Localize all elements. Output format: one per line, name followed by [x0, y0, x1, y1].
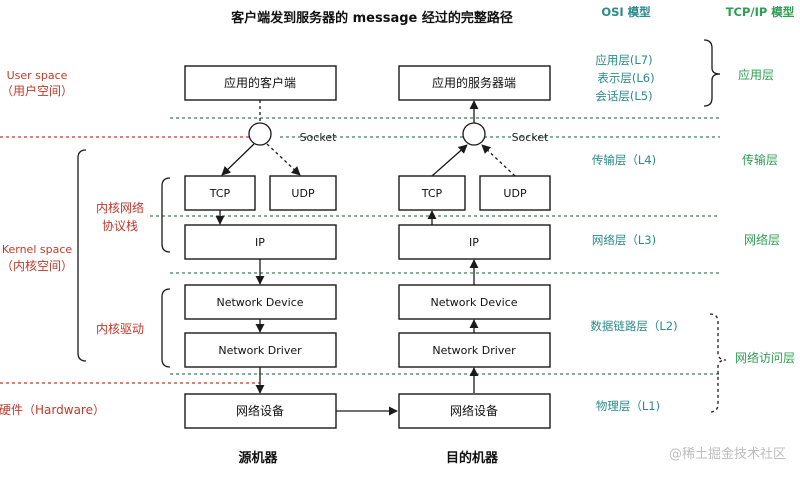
server-network-device-box: [398, 284, 551, 320]
osi-l7-label: 应用层(L7): [595, 53, 652, 67]
server-hardware-label: 网络设备: [450, 403, 498, 418]
kernel-driver-label: 内核驱动: [96, 322, 144, 336]
server-tcp-label: TCP: [421, 187, 443, 200]
tcpip-model-header: TCP/IP 模型: [726, 5, 795, 19]
osi-l1-label: 物理层（L1): [596, 399, 660, 413]
client-network-driver-label: Network Driver: [218, 344, 302, 357]
client-network-device-label: Network Device: [216, 296, 303, 309]
client-app-label: 应用的客户端: [224, 75, 296, 90]
server-hardware-box: [398, 393, 551, 429]
network-access-brace: [709, 313, 727, 413]
server-socket-circle: [462, 122, 486, 146]
kernel-space-brace: [77, 149, 87, 362]
client-ip-label: IP: [255, 236, 265, 249]
hardware-label: 硬件（Hardware）: [0, 403, 105, 417]
client-tcp-box: [184, 175, 256, 211]
client-hardware-box: [184, 393, 337, 429]
server-udp-label: UDP: [503, 187, 527, 200]
server-network-driver-box: [398, 332, 551, 368]
kernel-stack-label-line2: 协议栈: [102, 218, 138, 233]
client-socket-label: Socket: [300, 131, 338, 144]
watermark-text: @稀土掘金技术社区: [669, 446, 786, 462]
tcpip-access-layer-label: 网络访问层: [735, 350, 795, 365]
server-network-driver-label: Network Driver: [432, 344, 516, 357]
server-app-label: 应用的服务器端: [432, 75, 516, 90]
server-udp-box: [479, 175, 551, 211]
client-socket-to-udp-arrow: [266, 143, 301, 176]
diagram-title: 客户端发到服务器的 message 经过的完整路径: [231, 10, 513, 26]
kernel-space-label: Kernel space: [2, 243, 73, 256]
tcpip-app-layer-label: 应用层: [738, 67, 774, 82]
server-tcp-box: [398, 175, 466, 211]
server-ip-box: [398, 224, 551, 260]
server-ip-label: IP: [469, 236, 479, 249]
server-app-box: [398, 65, 551, 101]
client-app-box: [184, 65, 337, 101]
kernel-space-cn-label: （内核空间）: [1, 259, 73, 273]
tcpip-network-layer-label: 网络层: [744, 232, 780, 247]
client-tcp-label: TCP: [209, 187, 231, 200]
kernel-stack-brace: [161, 177, 171, 253]
osi-l6-label: 表示层(L6): [597, 71, 654, 85]
server-network-device-label: Network Device: [430, 296, 517, 309]
server-udp-to-socket-arrow: [481, 144, 516, 177]
osi-l3-label: 网络层（L3): [592, 233, 656, 247]
tcpip-transport-layer-label: 传输层: [742, 152, 778, 167]
client-udp-label: UDP: [291, 187, 315, 200]
client-socket-to-tcp-arrow: [221, 143, 255, 176]
destination-machine-label: 目的机器: [446, 450, 499, 466]
server-tcp-to-socket-arrow: [431, 144, 468, 177]
user-space-label: User space: [7, 69, 68, 82]
app-layer-brace: [703, 39, 721, 107]
osi-l5-label: 会话层(L5): [595, 89, 652, 103]
source-machine-label: 源机器: [238, 450, 278, 466]
osi-l2-label: 数据链路层（L2): [590, 319, 677, 333]
user-space-cn-label: （用户空间）: [1, 83, 73, 98]
client-udp-box: [269, 175, 337, 211]
client-socket-circle: [248, 122, 272, 146]
client-hardware-label: 网络设备: [236, 403, 284, 418]
osi-l4-label: 传输层（L4): [592, 153, 656, 167]
kernel-stack-label-line1: 内核网络: [96, 200, 144, 215]
kernel-driver-brace: [161, 288, 171, 368]
server-socket-label: Socket: [512, 131, 550, 144]
osi-model-header: OSI 模型: [601, 5, 651, 19]
